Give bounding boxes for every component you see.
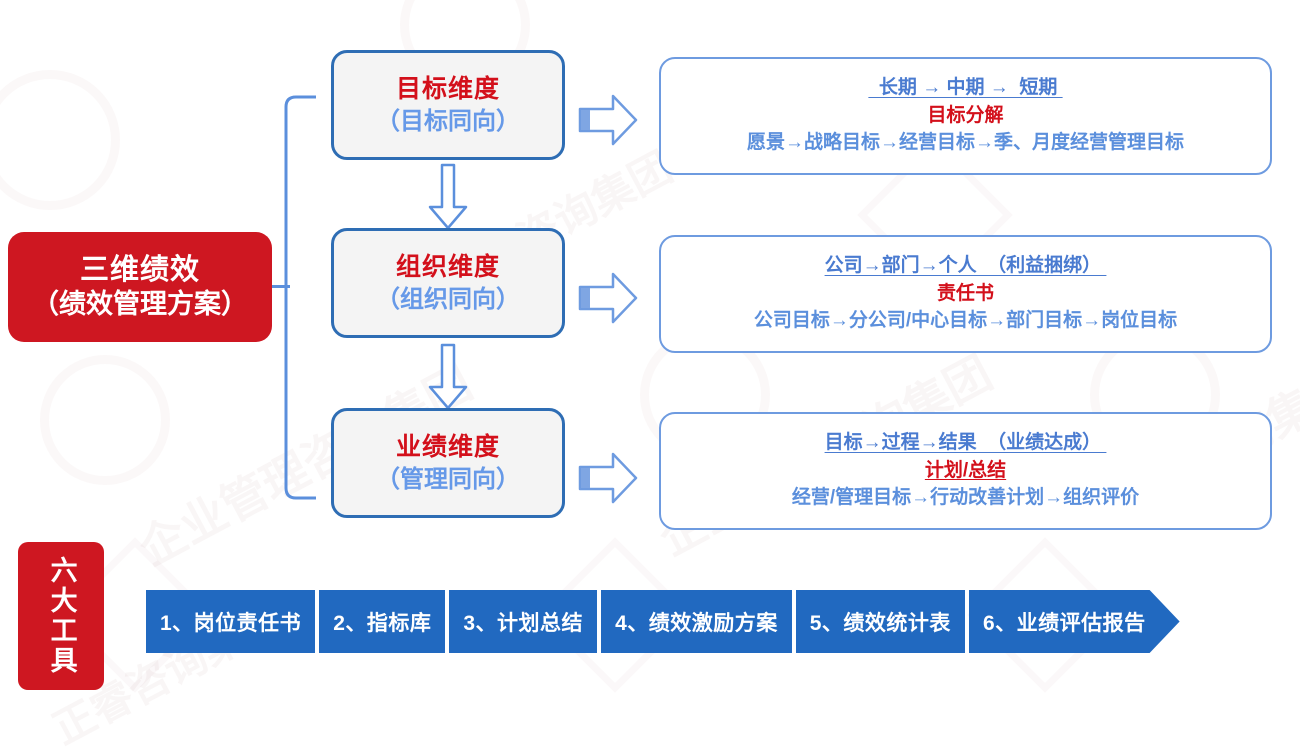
detail-chain: 公司目标→分公司/中心目标→部门目标→岗位目标 <box>753 310 1178 332</box>
detail-chain: 经营/管理目标→行动改善计划→组织评价 <box>791 487 1140 509</box>
bracket-connector <box>284 95 316 500</box>
dimension-subtitle: （管理同向） <box>376 465 520 493</box>
tool-label: 1、岗位责任书 <box>160 611 302 635</box>
tool-label: 2、指标库 <box>333 611 432 635</box>
detail-flow: 长期 → 中期 → 短期 <box>868 77 1063 99</box>
arrow-right-icon <box>578 94 638 146</box>
tool-item-3[interactable]: 3、计划总结 <box>449 590 598 653</box>
detail-flow: 公司→部门→个人 （利益捆绑） <box>824 255 1107 277</box>
arrow-down-icon <box>428 163 468 230</box>
tools-group-label-text: 六大工具 <box>46 556 77 676</box>
tool-label: 6、业绩评估报告 <box>982 611 1146 635</box>
tool-item-2[interactable]: 2、指标库 <box>319 590 446 653</box>
tool-item-5[interactable]: 5、绩效统计表 <box>795 590 965 653</box>
bracket-stub <box>268 285 290 288</box>
dimension-title: 目标维度 <box>395 75 500 104</box>
watermark-logo <box>0 70 120 210</box>
tools-row: 1、岗位责任书 2、指标库 3、计划总结 4、绩效激励方案 5、绩效统计表 6、… <box>146 590 1180 653</box>
arrow-right-icon <box>578 452 638 504</box>
watermark-logo <box>40 355 170 485</box>
tool-label: 3、计划总结 <box>463 611 584 635</box>
detail-flow: 目标→过程→结果 （业绩达成） <box>824 432 1107 454</box>
detail-box-performance[interactable]: 目标→过程→结果 （业绩达成） 计划/总结 经营/管理目标→行动改善计划→组织评… <box>659 412 1272 530</box>
dimension-subtitle: （目标同向） <box>376 107 520 135</box>
dimension-title: 组织维度 <box>395 253 500 282</box>
tool-item-6[interactable]: 6、业绩评估报告 <box>969 590 1180 653</box>
dimension-box-organization[interactable]: 组织维度 （组织同向） <box>331 228 565 338</box>
detail-heading: 计划/总结 <box>924 459 1007 481</box>
master-subtitle: （绩效管理方案） <box>32 289 248 320</box>
detail-chain: 愿景→战略目标→经营目标→季、月度经营管理目标 <box>746 132 1184 154</box>
detail-heading: 目标分解 <box>927 104 1004 126</box>
dimension-box-performance[interactable]: 业绩维度 （管理同向） <box>331 408 565 518</box>
tool-label: 5、绩效统计表 <box>809 611 951 635</box>
detail-box-goal[interactable]: 长期 → 中期 → 短期 目标分解 愿景→战略目标→经营目标→季、月度经营管理目… <box>659 57 1272 175</box>
master-title: 三维绩效 <box>79 253 200 286</box>
tool-item-4[interactable]: 4、绩效激励方案 <box>601 590 792 653</box>
dimension-subtitle: （组织同向） <box>376 285 520 313</box>
tools-group-label: 六大工具 <box>18 542 104 690</box>
master-concept-box: 三维绩效 （绩效管理方案） <box>8 232 272 342</box>
dimension-box-goal[interactable]: 目标维度 （目标同向） <box>331 50 565 160</box>
tool-label: 4、绩效激励方案 <box>615 611 778 635</box>
arrow-right-icon <box>578 272 638 324</box>
detail-heading: 责任书 <box>936 282 994 304</box>
dimension-title: 业绩维度 <box>395 433 500 462</box>
tool-item-1[interactable]: 1、岗位责任书 <box>146 590 316 653</box>
detail-box-organization[interactable]: 公司→部门→个人 （利益捆绑） 责任书 公司目标→分公司/中心目标→部门目标→岗… <box>659 235 1272 353</box>
arrow-down-icon <box>428 343 468 410</box>
